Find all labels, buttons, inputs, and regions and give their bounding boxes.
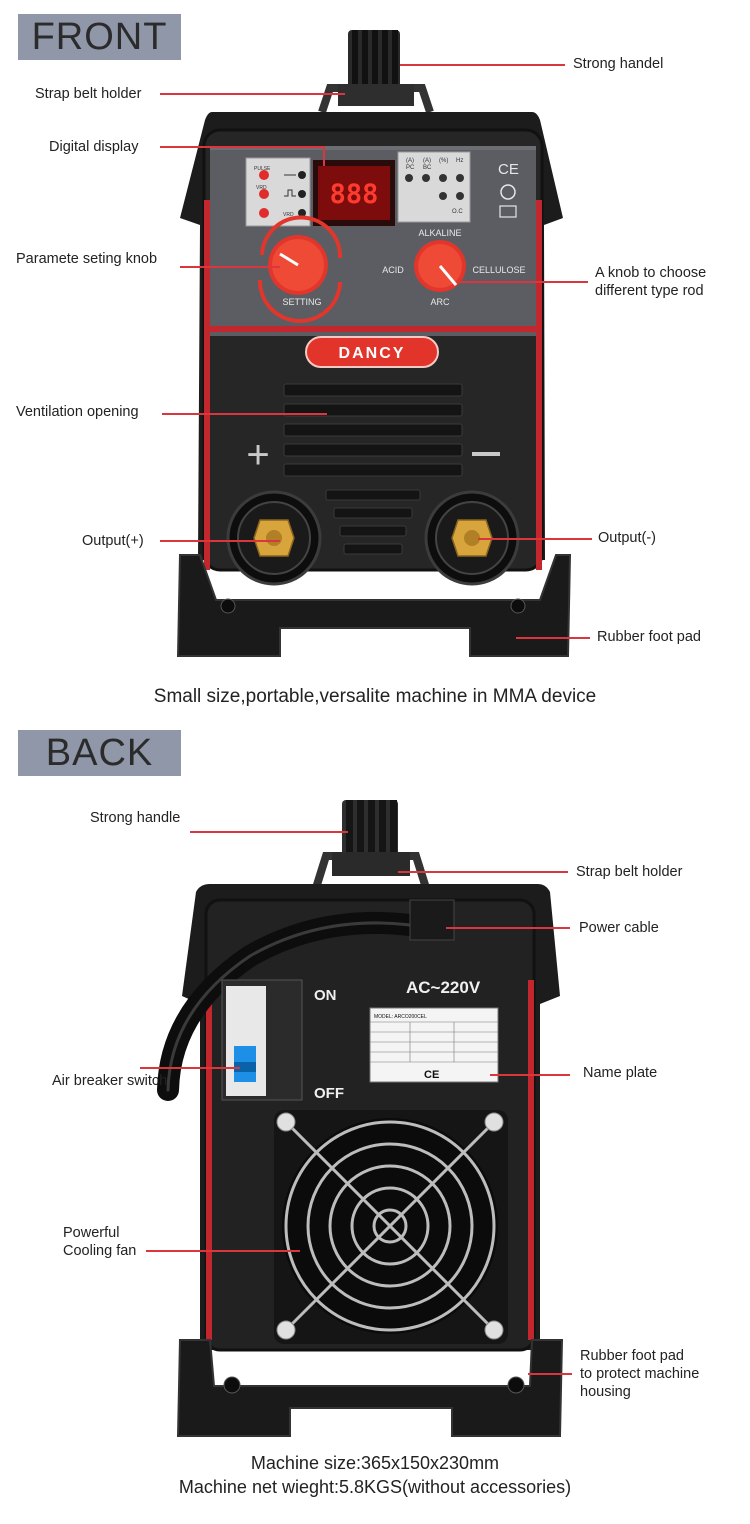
leader-back-rubber-foot [528, 1373, 572, 1375]
on-label: ON [314, 987, 337, 1004]
label-air-breaker: Air breaker switch [52, 1073, 168, 1089]
vrd-label: VRD [256, 185, 267, 191]
off-label: OFF [314, 1085, 344, 1102]
leader-air-breaker [140, 1067, 240, 1069]
arc-knob-label: ARC [430, 297, 450, 307]
output-socket-plus [226, 490, 322, 586]
label-rod-knob-2: different type rod [595, 283, 704, 299]
back-machine-illustration: ON OFF AC~220V MODEL: ARCO200CEL CE [157, 800, 564, 1437]
leader-name-plate [490, 1074, 570, 1076]
hz-indicator-label: Hz [456, 158, 463, 164]
brand-name: DANCY [339, 345, 406, 362]
label-digital-display: Digital display [49, 139, 139, 155]
label-back-rubber-foot-1: Rubber foot pad [580, 1348, 684, 1364]
output-socket-minus [424, 490, 520, 586]
back-rubber-feet [176, 1339, 564, 1437]
label-cooling-fan-1: Powerful [63, 1225, 120, 1241]
label-power-cable: Power cable [579, 920, 659, 936]
leader-setting-knob [180, 266, 280, 268]
pc-indicator-label: (A) [406, 158, 414, 164]
leader-power-cable [446, 927, 570, 929]
label-rubber-foot: Rubber foot pad [597, 629, 701, 645]
acid-label: ACID [382, 265, 404, 275]
svg-text:BC: BC [423, 165, 432, 171]
leader-ventilation [162, 413, 327, 415]
cellulose-label: CELLULOSE [472, 265, 525, 275]
arc-knob: ALKALINE ACID CELLULOSE ARC [382, 228, 525, 307]
name-plate: MODEL: ARCO200CEL CE [369, 1007, 499, 1083]
label-name-plate: Name plate [583, 1065, 658, 1081]
leader-back-handle [190, 831, 348, 833]
ventilation-grille [283, 383, 463, 555]
display-readout: 888 [330, 179, 379, 210]
power-cable [157, 899, 455, 1101]
alkaline-label: ALKALINE [418, 228, 461, 238]
back-caption-weight: Machine net wieght:5.8KGS(without access… [178, 1477, 572, 1497]
front-machine-illustration: PULSE VRD VRD 888 (A) PC (A) BC (%) Hz [176, 30, 572, 657]
bc-indicator-label: (A) [423, 158, 431, 164]
indicator-box: (A) PC (A) BC (%) Hz O.C [397, 151, 471, 223]
digital-display: 888 [313, 160, 395, 226]
front-rubber-feet [176, 554, 572, 657]
leader-output-minus [478, 538, 592, 540]
plate-model: MODEL: ARCO200CEL [374, 1014, 427, 1020]
back-strap-holder [312, 852, 430, 890]
mode-selector-box: PULSE VRD VRD [245, 157, 311, 227]
label-rod-knob-1: A knob to choose [595, 265, 707, 281]
svg-text:PC: PC [406, 165, 415, 171]
percent-indicator-label: (%) [439, 158, 448, 164]
back-caption-size: Machine size:365x150x230mm [250, 1453, 500, 1473]
certification-marks: CE [498, 161, 519, 218]
vrd-label-2: VRD [283, 212, 294, 218]
label-strap-holder: Strap belt holder [35, 86, 142, 102]
front-section-tag: FRONT [18, 14, 181, 60]
ce-mark: CE [498, 161, 519, 178]
label-output-plus: Output(+) [82, 533, 144, 549]
cooling-fan [274, 1110, 508, 1344]
air-breaker-switch [221, 979, 303, 1101]
leader-digital-display [160, 146, 324, 148]
label-output-minus: Output(-) [598, 530, 657, 546]
pulse-label: PULSE [254, 166, 271, 172]
setting-knob: SETTING [257, 215, 343, 323]
front-handle [348, 30, 400, 90]
label-cooling-fan-2: Cooling fan [63, 1243, 137, 1259]
leader-strap-holder [160, 93, 345, 95]
leader-cooling-fan [146, 1250, 300, 1252]
leader-back-strap [398, 871, 568, 873]
back-section-tag: BACK [18, 730, 181, 776]
label-strong-handle: Strong handel [573, 56, 664, 72]
svg-text:+: + [246, 433, 269, 477]
leader-output-plus [160, 540, 280, 542]
plate-ce-mark: CE [424, 1069, 439, 1081]
label-back-rubber-foot-2: to protect machine [580, 1366, 700, 1382]
leader-rod-knob [460, 281, 588, 283]
oc-indicator-label: O.C [452, 209, 463, 215]
leader-strong-handle [400, 64, 565, 66]
label-back-rubber-foot-3: housing [580, 1384, 631, 1400]
label-back-handle: Strong handle [90, 810, 181, 826]
label-back-strap: Strap belt holder [576, 864, 683, 880]
label-ventilation: Ventilation opening [16, 404, 139, 420]
leader-rubber-foot [516, 637, 590, 639]
label-setting-knob: Paramete seting knob [16, 251, 158, 267]
front-strap-holder [318, 84, 434, 114]
front-caption: Small size,portable,versalite machine in… [153, 686, 597, 707]
voltage-label: AC~220V [406, 978, 481, 997]
brand-badge: DANCY [305, 336, 439, 368]
setting-knob-label: SETTING [282, 297, 321, 307]
